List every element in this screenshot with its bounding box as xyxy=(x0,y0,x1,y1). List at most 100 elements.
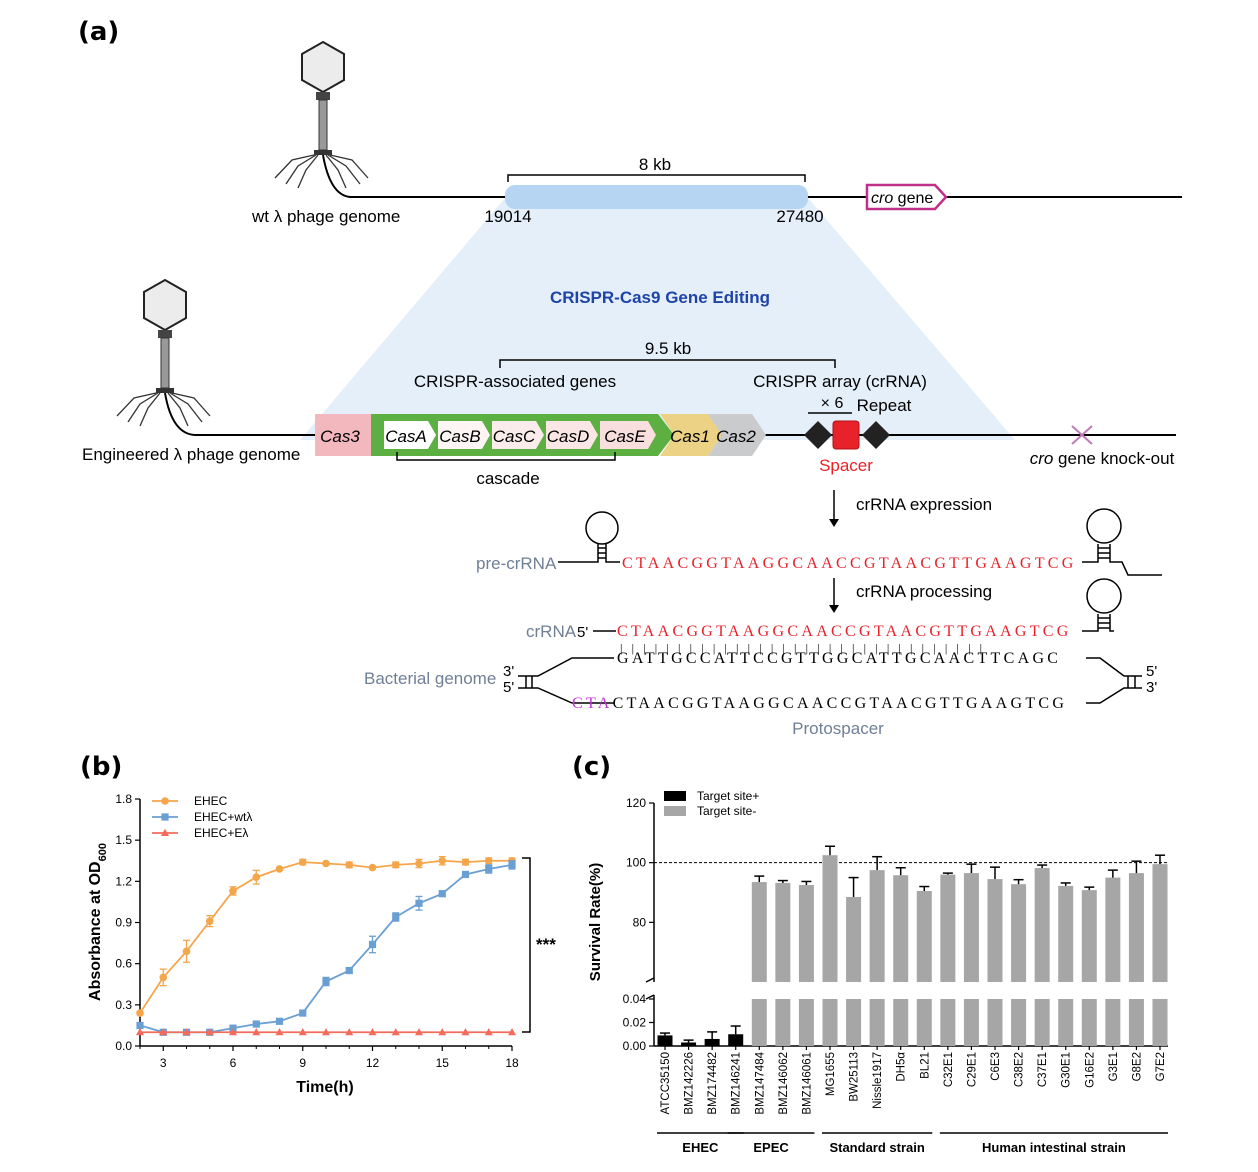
c-x-tick-label: G30E1 xyxy=(1061,1052,1073,1088)
gene-casE xyxy=(600,421,656,449)
b-data-point xyxy=(182,947,191,956)
gene-casB xyxy=(438,421,490,449)
cascade-bracket xyxy=(396,452,616,461)
editing-title: CRISPR-Cas9 Gene Editing xyxy=(550,288,770,307)
b-data-point xyxy=(461,1028,470,1036)
c-y-tick-label: 0.00 xyxy=(623,1039,647,1053)
c-bar-group xyxy=(1081,886,1097,1046)
c-bar-group xyxy=(940,872,956,1046)
c-bar-group xyxy=(846,876,862,1046)
b-y-tick-label: 0.6 xyxy=(115,957,132,971)
b-data-point xyxy=(136,1028,144,1036)
c-x-tick-label: MG1655 xyxy=(825,1052,837,1096)
knockout-x-icon xyxy=(1071,425,1093,445)
c-x-tick-label: G3E1 xyxy=(1108,1052,1120,1081)
b-x-tick-label: 18 xyxy=(505,1056,519,1070)
c-bar-group xyxy=(751,875,767,1046)
c-bar xyxy=(846,896,862,982)
bacterial-genome-right-lines xyxy=(1086,657,1142,704)
c-group-label: EHEC xyxy=(682,1140,719,1155)
c-bar-group xyxy=(822,845,838,1046)
b-data-point xyxy=(229,1028,237,1036)
c-x-tick-label: BW25113 xyxy=(849,1052,861,1102)
b-data-point xyxy=(159,1028,168,1036)
c-bar-lower xyxy=(1034,999,1050,1046)
b-data-point xyxy=(252,1028,261,1036)
expression-arrowhead xyxy=(829,519,839,527)
gene-casC xyxy=(492,421,544,449)
c-bar-lower xyxy=(775,999,791,1046)
b-data-point xyxy=(391,861,400,869)
c-bar-lower xyxy=(893,999,909,1046)
protospacer-label: Protospacer xyxy=(792,719,884,738)
b-series-line xyxy=(139,863,513,1034)
b-data-point xyxy=(182,1028,191,1036)
b-data-point xyxy=(136,1021,144,1030)
b-series-line xyxy=(139,859,512,1014)
c-bar xyxy=(963,873,979,982)
b-y-tick-label: 0.9 xyxy=(115,916,132,930)
c-bar-group xyxy=(869,855,885,1046)
c-bar-group xyxy=(987,866,1003,1046)
end-position-label: 27480 xyxy=(776,207,823,226)
c-x-tick-label: G8E2 xyxy=(1131,1052,1143,1081)
c-bar xyxy=(1081,890,1097,982)
b-y-tick-label: 1.8 xyxy=(115,792,132,806)
c-bar xyxy=(751,882,767,982)
pre-crrna-label: pre-crRNA xyxy=(476,554,557,573)
c-bar-lower xyxy=(940,999,956,1046)
gene-casA xyxy=(384,421,436,449)
panel-b-label: (b) xyxy=(80,752,122,782)
b-series-group xyxy=(136,855,516,1017)
c-bar xyxy=(1011,884,1027,982)
b-data-point xyxy=(368,940,377,949)
b-data-point xyxy=(275,1017,284,1025)
bg-three-prime-left: 3' xyxy=(503,663,514,680)
c-x-tick-label: C38E2 xyxy=(1014,1052,1026,1087)
c-bar-group xyxy=(1152,854,1168,1046)
b-data-point xyxy=(508,861,516,869)
knockout-rest: gene knock-out xyxy=(1053,449,1174,468)
c-x-tick-label: G7E2 xyxy=(1155,1052,1167,1081)
b-y-axis-title-sub: 600 xyxy=(97,843,109,861)
b-data-point xyxy=(252,873,261,882)
c-bar xyxy=(1105,877,1121,982)
b-data-point xyxy=(252,1020,260,1028)
bacterial-genome-label: Bacterial genome xyxy=(364,669,496,688)
b-data-point xyxy=(392,913,400,921)
c-bar-group xyxy=(657,1032,673,1046)
base-pairing-marks: | | | | | | | | | | | | | | | | | | | | … xyxy=(620,641,985,655)
c-bar-lower xyxy=(751,999,767,1046)
insertion-trapezoid xyxy=(300,198,1015,440)
b-x-tick-label: 12 xyxy=(366,1056,380,1070)
c-y-tick-label: 100 xyxy=(626,856,646,870)
c-x-tick-label: C32E1 xyxy=(943,1052,955,1087)
b-x-tick-label: 6 xyxy=(230,1056,237,1070)
b-data-point xyxy=(275,1028,284,1036)
c-bar xyxy=(1152,864,1168,982)
b-data-point xyxy=(415,899,423,907)
b-legend-marker xyxy=(161,828,169,836)
c-legend: Target site+Target site- xyxy=(664,789,759,818)
pre-crrna-hairpin-left xyxy=(558,511,620,563)
b-data-point xyxy=(484,1028,493,1036)
spacer-label: Spacer xyxy=(819,456,873,475)
c-bar-lower xyxy=(869,999,885,1046)
c-x-tick-label: BMZ146062 xyxy=(778,1052,790,1115)
c-bar xyxy=(704,1038,720,1046)
gene-cas2 xyxy=(708,414,766,456)
b-legend-marker xyxy=(161,797,169,805)
b-data-point xyxy=(345,1028,354,1036)
crrna-label: crRNA xyxy=(526,622,577,641)
c-bar xyxy=(987,879,1003,982)
b-x-tick-label: 3 xyxy=(160,1056,167,1070)
gene-cas3 xyxy=(315,414,371,456)
c-y-tick-label: 80 xyxy=(633,915,647,929)
insert-bracket xyxy=(499,359,836,368)
c-axis-break-lower xyxy=(645,994,655,1000)
c-bar-group xyxy=(681,1039,697,1046)
